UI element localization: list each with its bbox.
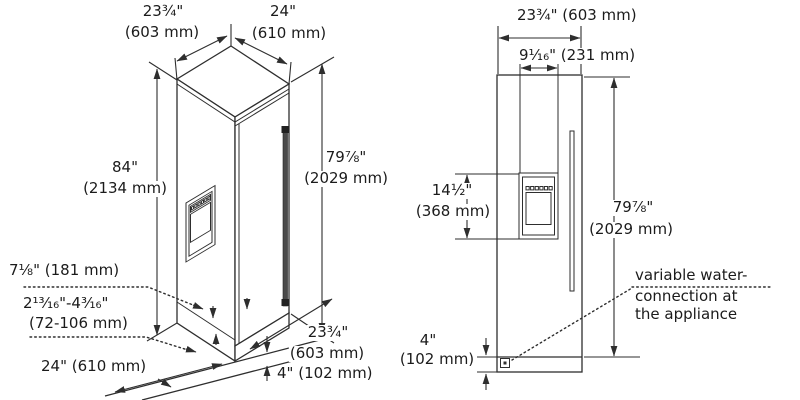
label-iso-width-floor: 24" (610 mm) (40, 357, 148, 375)
label-iso-adjust-range-mm: (72-106 mm) (28, 314, 129, 332)
label-iso-door-height-in: 79⅞" (324, 148, 368, 166)
label-iso-depth-top-mm: (603 mm) (123, 23, 201, 41)
label-front-dispenser-height-mm: (368 mm) (414, 202, 492, 220)
dispenser-panel-iso (185, 184, 216, 263)
label-iso-total-height-in: 84" (111, 158, 139, 176)
label-front-base-height-mm: (102 mm) (398, 350, 476, 368)
ext-line-84-bottom (146, 322, 178, 342)
dim-width-floor (114, 363, 223, 393)
label-iso-width-top-mm: (610 mm) (250, 24, 328, 42)
label-front-height-mm: (2029 mm) (588, 220, 674, 238)
label-front-height-in: 79⅞" (611, 198, 655, 216)
leader-water-note (511, 287, 633, 361)
label-water-note-2: connection at (634, 287, 739, 305)
label-front-width-top: 23¾" (603 mm) (516, 6, 638, 24)
dim-depth-floor (249, 298, 333, 350)
dispenser-panel-front (518, 172, 559, 240)
fridge-door-face (234, 82, 290, 348)
label-iso-depth-floor-in: 23¾" (306, 323, 350, 341)
top-rim-line-2 (234, 92, 290, 127)
label-front-dispenser-width: 9¹⁄₁₆" (231 mm) (518, 46, 637, 64)
label-iso-depth-floor-mm: (603 mm) (288, 344, 366, 362)
vent-grill-line (176, 301, 236, 341)
label-front-dispenser-height-in: 14½" (430, 181, 474, 199)
front-outline (496, 74, 583, 373)
label-water-note-3: the appliance (634, 305, 739, 323)
label-iso-grill-height: 7⅛" (181 mm) (8, 261, 121, 279)
door-handle-front (569, 130, 575, 292)
leader-grill-height (23, 286, 199, 308)
leader-grill-arrow (192, 302, 204, 310)
leader-adjust-arrow (185, 345, 197, 353)
label-iso-depth-top-in: 23¾" (141, 2, 185, 20)
label-iso-total-height-mm: (2134 mm) (82, 179, 168, 197)
label-water-note-1: variable water- (634, 266, 749, 284)
top-rim-line (176, 83, 290, 123)
ext-line-right-corner (288, 61, 292, 85)
isometric-refrigerator (23, 24, 336, 400)
label-front-base-height-in: 4" (418, 331, 438, 349)
label-iso-door-height-mm: (2029 mm) (303, 169, 389, 187)
label-iso-base-height: 4" (102 mm) (276, 364, 374, 382)
ext-line-left-corner (174, 57, 178, 81)
dim-depth-top (176, 35, 228, 62)
leader-adjust-range (29, 336, 189, 351)
water-connection-point (500, 358, 510, 368)
label-iso-width-top-in: 24" (269, 2, 297, 20)
ext-line-79-top (290, 56, 335, 83)
ext-line-84-top (148, 61, 178, 81)
front-view-refrigerator (455, 26, 773, 390)
label-iso-adjust-range-in: 2¹³⁄₁₆"-4³⁄₁₆" (22, 294, 110, 312)
leader-width-floor (157, 378, 172, 388)
dim-width-top (234, 37, 288, 65)
